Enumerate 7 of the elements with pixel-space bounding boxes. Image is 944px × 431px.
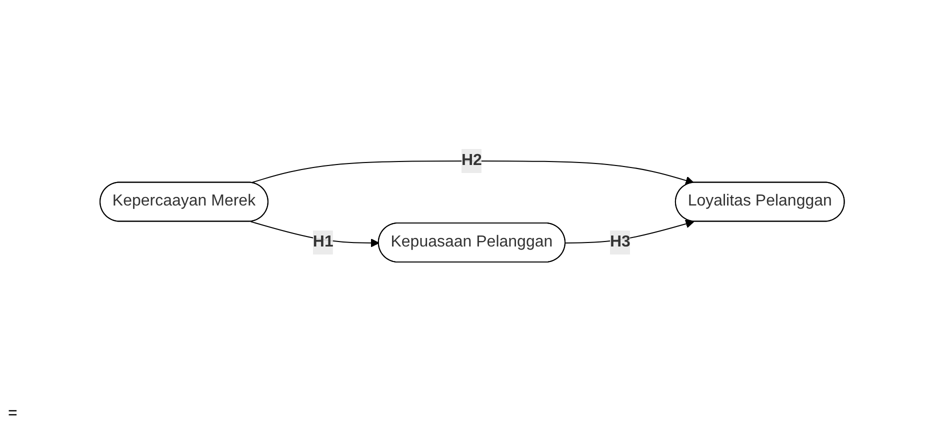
arrow <box>564 219 694 243</box>
arrow <box>250 220 380 247</box>
arrow <box>250 160 694 184</box>
edge-label: H2 <box>461 152 482 168</box>
edge-label: H3 <box>610 232 630 250</box>
note-text: = <box>8 405 18 422</box>
edge-label: H1 <box>312 232 334 250</box>
